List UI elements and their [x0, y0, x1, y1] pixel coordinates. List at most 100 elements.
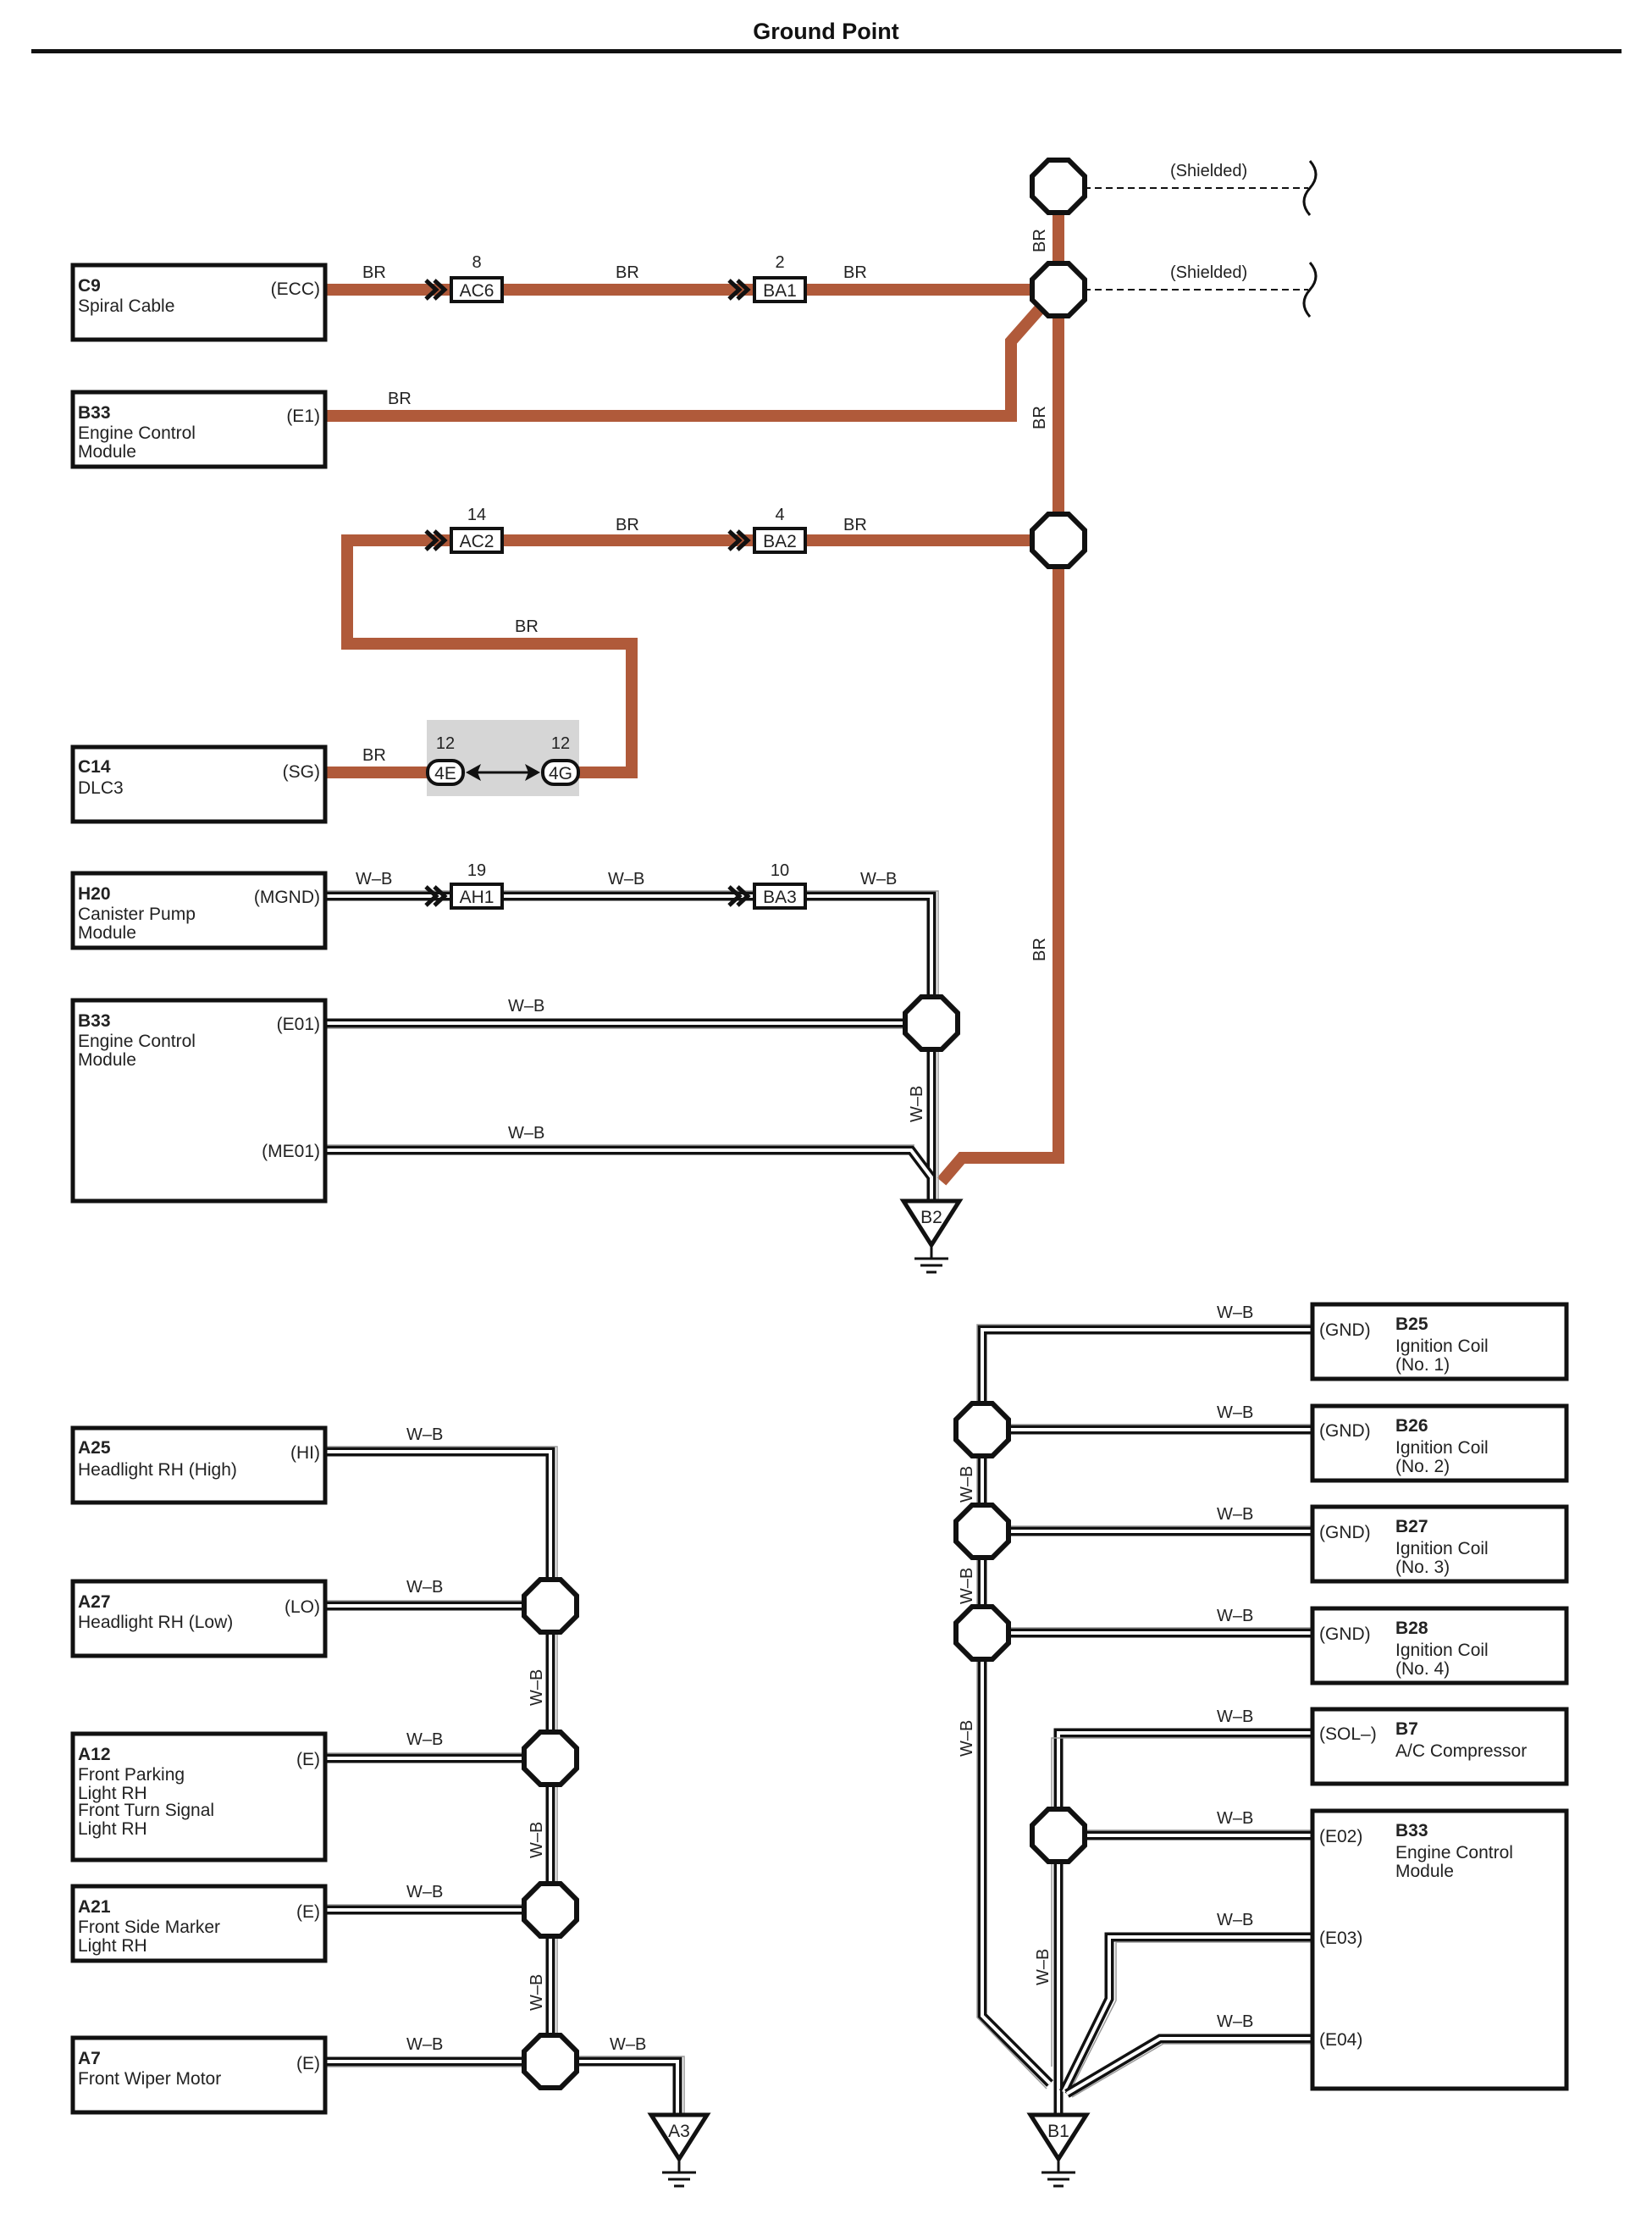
svg-text:W–B: W–B — [958, 1720, 976, 1757]
svg-text:(LO): (LO) — [285, 1597, 320, 1617]
svg-text:Front Turn Signal: Front Turn Signal — [78, 1801, 214, 1820]
component-a21: A21 Front Side Marker Light RH (E) — [70, 1884, 328, 1963]
svg-text:4G: 4G — [549, 764, 572, 783]
svg-text:Engine Control: Engine Control — [78, 1032, 196, 1051]
svg-text:A21: A21 — [78, 1897, 111, 1917]
splice-e02 — [1032, 1809, 1085, 1862]
svg-text:4E: 4E — [434, 764, 456, 783]
splice-points — [524, 160, 1085, 2088]
svg-text:BR: BR — [1030, 229, 1049, 252]
svg-text:BR: BR — [843, 516, 867, 534]
page-title: Ground Point — [753, 19, 899, 44]
ground-b1: B1 — [1030, 2115, 1086, 2186]
svg-text:Engine Control: Engine Control — [78, 423, 196, 443]
svg-text:W–B: W–B — [1217, 1911, 1253, 1929]
splice-c9 — [1032, 263, 1085, 316]
svg-text:Front Wiper Motor: Front Wiper Motor — [78, 2069, 221, 2089]
splice-b27 — [956, 1505, 1008, 1558]
svg-text:B7: B7 — [1395, 1719, 1418, 1739]
svg-text:Headlight RH (Low): Headlight RH (Low) — [78, 1613, 233, 1632]
svg-text:(E04): (E04) — [1319, 2030, 1362, 2050]
svg-text:W–B: W–B — [958, 1568, 976, 1604]
svg-text:W–B: W–B — [1217, 1707, 1253, 1726]
svg-text:A25: A25 — [78, 1438, 111, 1458]
ground-b2: B2 — [903, 1201, 959, 1272]
splice-a7 — [524, 2035, 577, 2088]
svg-text:W–B: W–B — [406, 1730, 443, 1749]
svg-text:(E): (E) — [296, 1750, 320, 1769]
shielded-lines — [1084, 160, 1318, 318]
svg-text:W–B: W–B — [1217, 2012, 1253, 2031]
svg-text:Front Side Marker: Front Side Marker — [78, 1918, 220, 1937]
svg-text:Front Parking: Front Parking — [78, 1765, 185, 1785]
svg-text:19: 19 — [467, 861, 486, 880]
svg-text:W–B: W–B — [406, 2035, 443, 2054]
svg-text:B25: B25 — [1395, 1314, 1428, 1334]
svg-text:Module: Module — [78, 442, 136, 462]
svg-text:(GND): (GND) — [1319, 1421, 1371, 1441]
svg-text:(ECC): (ECC) — [271, 280, 320, 299]
svg-text:W–B: W–B — [528, 1974, 546, 2011]
splice-a27 — [524, 1580, 577, 1632]
svg-text:B26: B26 — [1395, 1416, 1428, 1436]
svg-text:Ignition Coil: Ignition Coil — [1395, 1337, 1489, 1356]
svg-text:BR: BR — [1030, 406, 1049, 429]
svg-text:W–B: W–B — [356, 870, 392, 888]
svg-text:(No. 2): (No. 2) — [1395, 1457, 1450, 1476]
svg-text:W–B: W–B — [860, 870, 897, 888]
svg-text:W–B: W–B — [1217, 1809, 1253, 1828]
svg-text:W–B: W–B — [508, 997, 544, 1016]
svg-text:(SG): (SG) — [283, 762, 320, 782]
wb-wires — [325, 890, 1312, 2115]
svg-text:B33: B33 — [78, 403, 111, 423]
splice-e01 — [905, 997, 958, 1049]
wire-labels: BR BR BR BR BR BR BR BR BR BR BR (Shield… — [356, 162, 1253, 2054]
svg-text:(HI): (HI) — [290, 1443, 320, 1463]
svg-text:B33: B33 — [1395, 1821, 1428, 1840]
svg-text:Ignition Coil: Ignition Coil — [1395, 1641, 1489, 1660]
svg-text:AH1: AH1 — [460, 888, 494, 907]
svg-text:Canister Pump: Canister Pump — [78, 905, 196, 924]
svg-text:Ignition Coil: Ignition Coil — [1395, 1539, 1489, 1558]
component-a27: A27 Headlight RH (Low) (LO) — [70, 1579, 328, 1658]
svg-text:Engine Control: Engine Control — [1395, 1843, 1513, 1862]
svg-text:(GND): (GND) — [1319, 1320, 1371, 1340]
splice-ba2 — [1032, 514, 1085, 567]
splice-top — [1032, 160, 1085, 213]
svg-text:W–B: W–B — [608, 870, 644, 888]
component-b33-e1: B33 Engine Control Module (E1) — [70, 390, 328, 469]
svg-text:8: 8 — [472, 253, 481, 272]
svg-text:Ignition Coil: Ignition Coil — [1395, 1438, 1489, 1458]
svg-text:(No. 4): (No. 4) — [1395, 1659, 1450, 1679]
svg-text:W–B: W–B — [1034, 1949, 1053, 1985]
svg-text:(GND): (GND) — [1319, 1624, 1371, 1644]
svg-text:A7: A7 — [78, 2049, 101, 2068]
component-a25: A25 Headlight RH (High) (HI) — [70, 1425, 328, 1505]
component-b28: (GND) B28 Ignition Coil (No. 4) — [1310, 1606, 1569, 1685]
svg-text:W–B: W–B — [508, 1124, 544, 1143]
component-b33-e01-me01: B33 Engine Control Module (E01) (ME01) — [70, 998, 328, 1204]
svg-text:W–B: W–B — [1217, 1303, 1253, 1322]
svg-text:BR: BR — [616, 263, 639, 282]
svg-text:(MGND): (MGND) — [254, 888, 320, 907]
component-b33-e02-e04: (E02) (E03) (E04) B33 Engine Control Mod… — [1310, 1808, 1569, 2091]
svg-text:W–B: W–B — [528, 1669, 546, 1706]
svg-text:2: 2 — [775, 253, 784, 272]
svg-text:(E): (E) — [296, 1902, 320, 1922]
splice-b26 — [956, 1403, 1008, 1456]
svg-text:B28: B28 — [1395, 1619, 1428, 1638]
svg-text:Light RH: Light RH — [78, 1819, 147, 1839]
svg-text:BR: BR — [362, 746, 386, 765]
svg-text:C14: C14 — [78, 757, 111, 777]
svg-text:A/C Compressor: A/C Compressor — [1395, 1741, 1527, 1761]
svg-text:(E1): (E1) — [286, 407, 320, 426]
svg-text:W–B: W–B — [610, 2035, 646, 2054]
svg-text:A27: A27 — [78, 1592, 111, 1612]
connector-ac2: AC2 14 — [426, 506, 504, 554]
svg-text:12: 12 — [436, 734, 455, 753]
svg-text:BR: BR — [616, 516, 639, 534]
svg-text:14: 14 — [467, 506, 486, 524]
component-a7: A7 Front Wiper Motor (E) — [70, 2035, 328, 2115]
title-rule — [31, 49, 1622, 53]
svg-text:Module: Module — [78, 1050, 136, 1070]
